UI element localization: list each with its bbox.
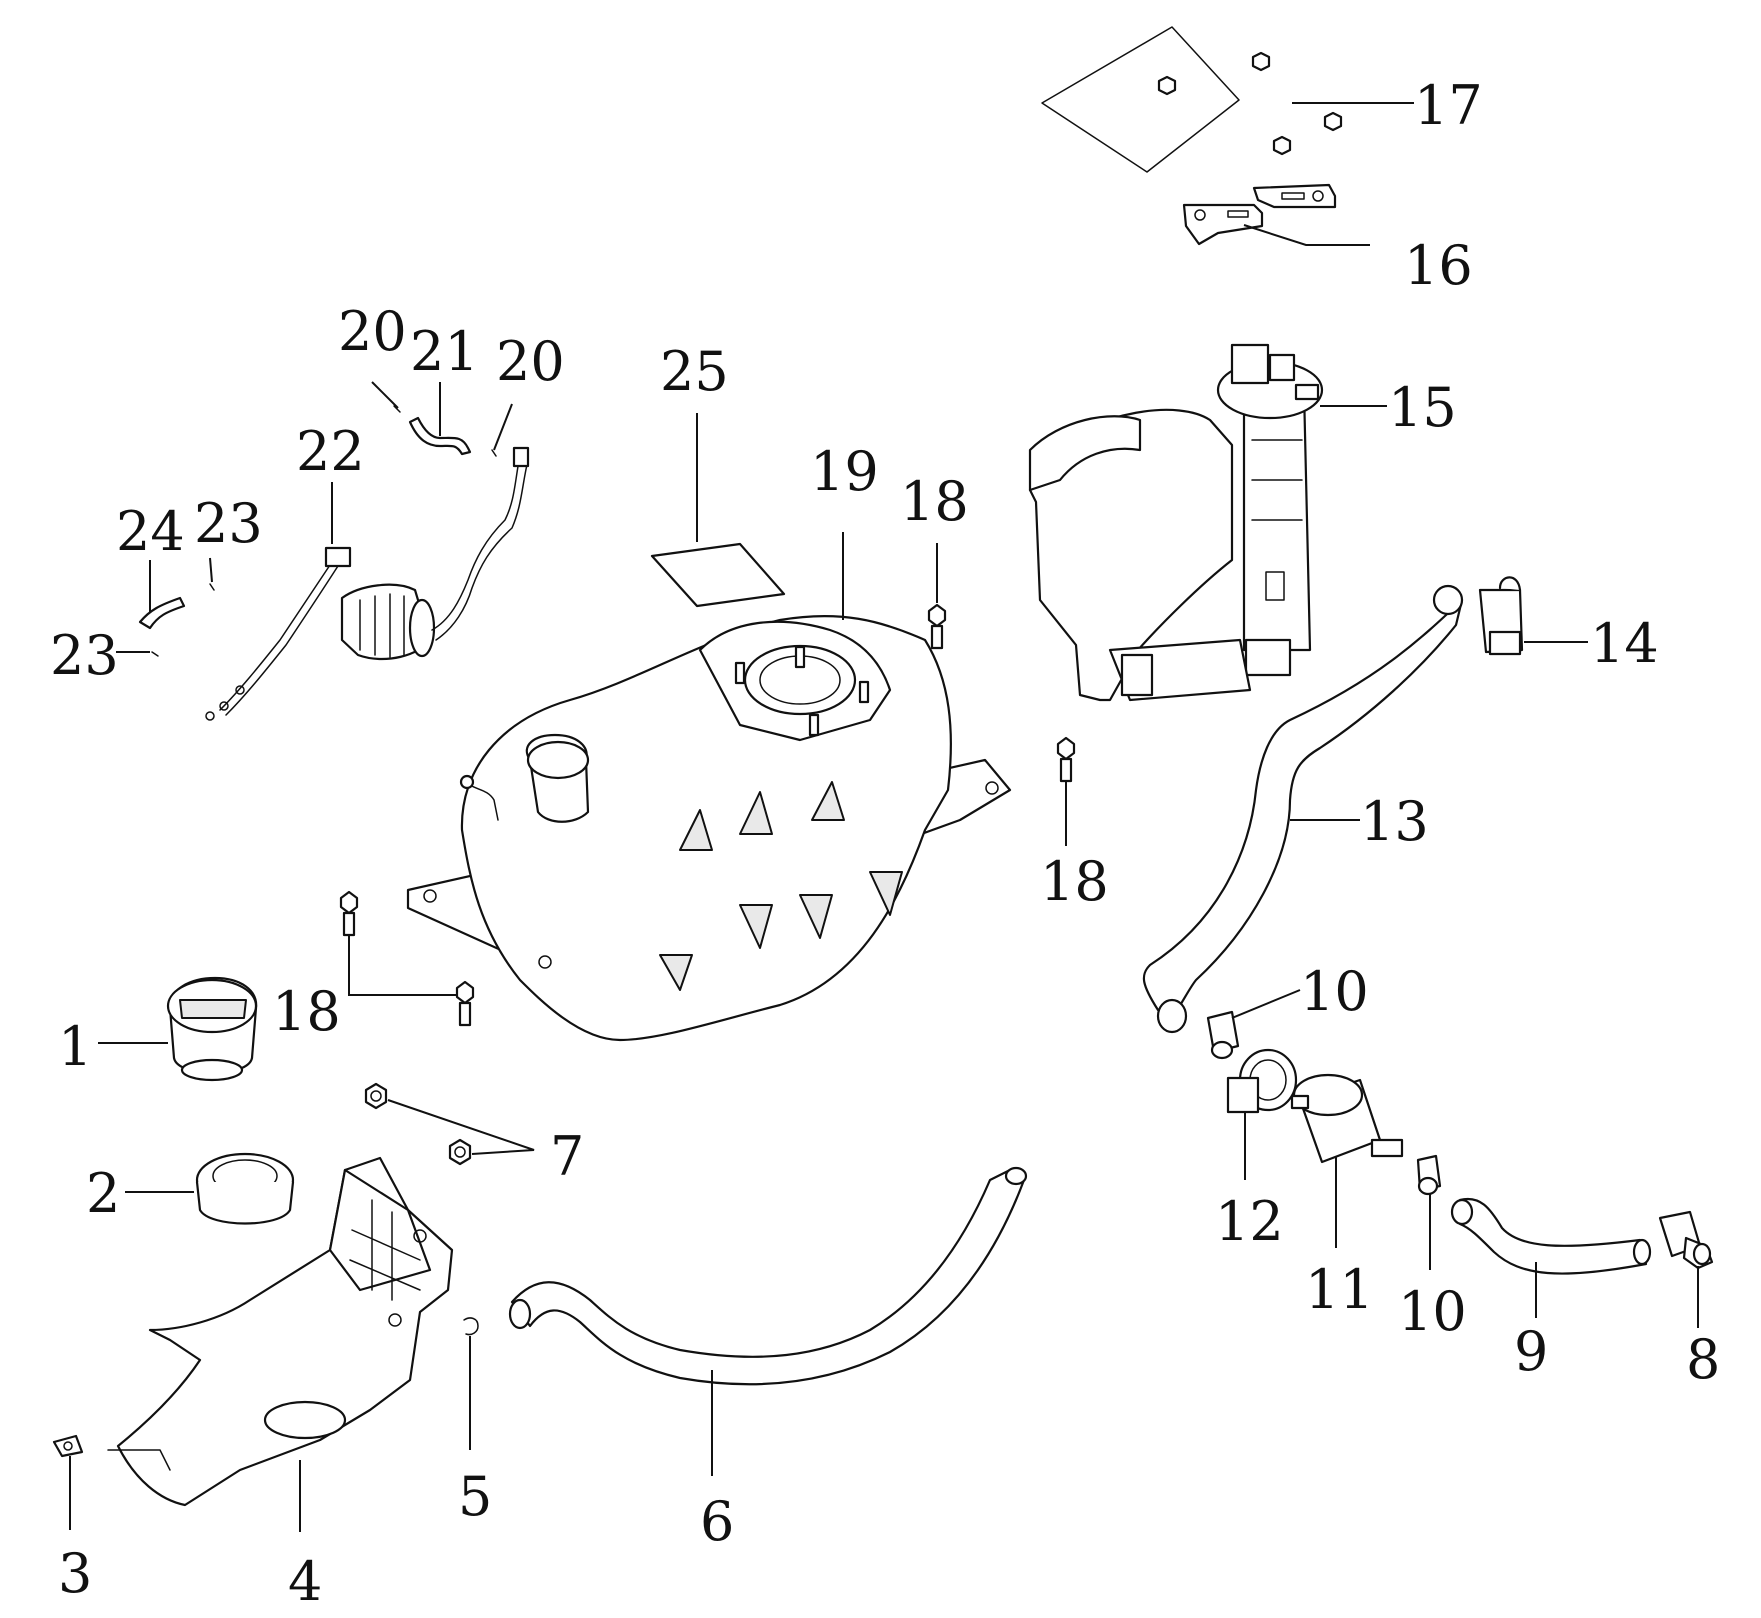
part-6-filler-tube [508,1166,1028,1386]
callout-6: 6 [700,1490,734,1553]
callout-3: 3 [58,1542,92,1605]
callout-20-left: 20 [338,300,407,363]
callout-24: 24 [116,500,185,563]
leader-20-right [493,403,513,451]
leader-23-upper [209,557,213,583]
part-15-fuel-pump-module [1028,343,1324,702]
callout-16: 16 [1404,234,1473,297]
part-12-clamp [1226,1048,1298,1114]
callout-18-left: 18 [272,980,341,1043]
part-9-hose [1450,1197,1652,1275]
callout-17: 17 [1414,74,1483,137]
callout-labels: 1 2 3 4 5 6 7 8 9 10 10 11 12 13 14 15 1… [50,74,1720,1613]
part-10-clip-upper [1206,1010,1240,1060]
part-16-brackets [1182,183,1337,246]
part-20-clip-right [491,449,497,457]
part-7-nut-b [448,1138,472,1166]
callout-2: 2 [86,1162,120,1225]
part-25-pad [650,542,786,608]
callout-15: 15 [1388,376,1457,439]
leader-16 [1243,224,1370,246]
callout-7: 7 [550,1125,584,1188]
part-23-clip-lower [151,651,159,657]
part-23-clip-upper [209,583,215,591]
part-18-bolt-left-a [339,890,359,937]
callout-12: 12 [1215,1190,1284,1253]
callout-19: 19 [810,440,879,503]
part-19-fuel-tank [406,615,1012,1042]
callout-1: 1 [58,1015,92,1078]
callout-10-upper: 10 [1300,960,1369,1023]
part-13-fuel-hose [1142,584,1464,1034]
part-4-filler-housing [107,1156,454,1507]
callout-14: 14 [1590,612,1659,675]
leader-18-left [348,936,457,996]
callout-25: 25 [660,340,729,403]
callout-18-right: 18 [1040,850,1109,913]
callout-21: 21 [410,320,479,383]
part-5-clip [463,1317,479,1336]
part-18-bolt-upper [927,603,947,650]
part-18-bolt-left-b [455,980,475,1027]
callout-22: 22 [296,420,365,483]
callout-8: 8 [1686,1328,1720,1391]
callout-20-right: 20 [496,330,565,393]
callout-23-upper: 23 [194,492,263,555]
part-2-grommet [195,1152,295,1225]
callout-5: 5 [458,1465,492,1528]
part-22-canister [205,446,530,721]
callout-4: 4 [288,1550,322,1613]
part-11-fuel-filter [1290,1073,1404,1164]
part-21-hose [408,416,472,456]
leader-10-upper [1231,989,1301,1019]
leader-7 [387,1099,535,1155]
part-7-nut-a [364,1082,388,1110]
part-14-connector [1478,576,1524,656]
callout-23-lower: 23 [50,624,119,687]
callout-18-upper: 18 [900,470,969,533]
callout-9: 9 [1514,1320,1548,1383]
part-17-nut-set [1041,26,1343,173]
callout-11: 11 [1305,1258,1374,1321]
part-8-connector [1658,1210,1714,1270]
leader-20-left [371,381,399,409]
part-20-clip-left [393,405,401,413]
part-1-fuel-cap [166,976,258,1082]
callout-13: 13 [1360,790,1429,853]
callout-10-lower: 10 [1398,1280,1467,1343]
part-24-hose [138,596,186,630]
part-18-bolt-right [1056,736,1076,783]
part-10-clip-lower [1416,1154,1442,1196]
part-3-clip [52,1434,84,1458]
